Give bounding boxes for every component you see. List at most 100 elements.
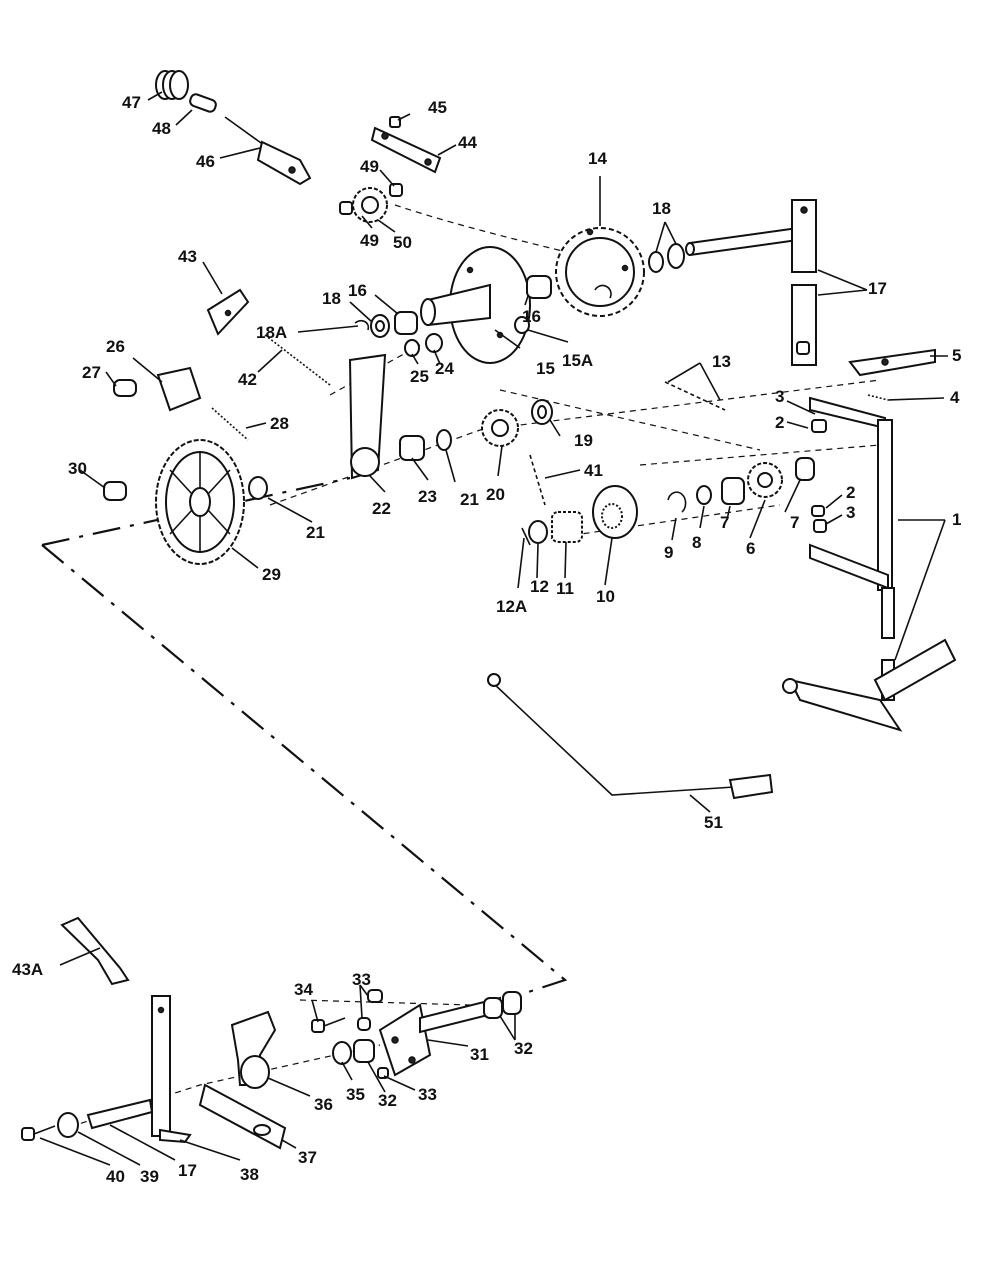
- part-washer-21-mid: [436, 429, 452, 451]
- callout-label: 29: [262, 565, 281, 584]
- part-plate-44: [370, 126, 442, 174]
- part-washers-18: [648, 243, 685, 273]
- callout-label: 10: [596, 587, 615, 606]
- callout-label: 42: [238, 370, 257, 389]
- part-washers-24-25: [404, 333, 443, 357]
- part-hub-15: [420, 246, 531, 364]
- callout-label: 20: [486, 485, 505, 504]
- part-sprocket-50: [339, 183, 403, 223]
- callout-label: 24: [435, 359, 454, 378]
- callout-label: 49: [360, 157, 379, 176]
- callout-label: 12: [530, 577, 549, 596]
- part-washer-8: [696, 485, 712, 505]
- callout-label: 8: [692, 533, 701, 552]
- callout-label: 33: [418, 1085, 437, 1104]
- callout-label: 32: [378, 1091, 397, 1110]
- callout-label: 16: [348, 281, 367, 300]
- callout-label: 38: [240, 1165, 259, 1184]
- part-washer-39: [57, 1112, 79, 1138]
- callout-label: 16: [522, 307, 541, 326]
- part-spring-11: [551, 511, 583, 543]
- callout-label: 3: [775, 387, 784, 406]
- callouts: 47 48 46 45 44 49 49 50 14 18 17 17 43 1…: [12, 93, 961, 1186]
- part-washer-15A: [514, 316, 530, 334]
- part-bushing-32-left: [353, 1039, 375, 1063]
- part-bracket-26: [156, 366, 202, 412]
- callout-label: 33: [352, 970, 371, 989]
- part-bracket-5: [848, 348, 936, 377]
- callout-label: 39: [140, 1167, 159, 1186]
- part-arm-22: [348, 353, 387, 480]
- part-washer-18: [370, 314, 390, 338]
- part-bushing-16-right: [526, 275, 552, 299]
- callout-label: 28: [270, 414, 289, 433]
- part-washer-12: [528, 520, 548, 544]
- callout-label: 32: [514, 1039, 533, 1058]
- callout-label: 41: [584, 461, 603, 480]
- part-rod-46: [224, 116, 312, 186]
- callout-label: 43A: [12, 960, 43, 979]
- callout-label: 17: [868, 279, 887, 298]
- part-bolt-45: [389, 116, 401, 128]
- callout-label: 13: [712, 352, 731, 371]
- callout-label: 15A: [562, 351, 593, 370]
- callout-label: 35: [346, 1085, 365, 1104]
- part-bushing-30: [103, 481, 127, 501]
- part-bushing-27: [113, 379, 137, 397]
- part-bushings-33: [357, 989, 389, 1079]
- callout-label: 47: [122, 93, 141, 112]
- part-washer-35: [332, 1041, 352, 1065]
- callout-label: 45: [428, 98, 447, 117]
- part-chain-41: [529, 454, 546, 506]
- callout-label: 23: [418, 487, 437, 506]
- callout-label: 34: [294, 980, 313, 999]
- part-pin-12A: [521, 527, 531, 546]
- callout-label: 14: [588, 149, 607, 168]
- part-spring-4: [867, 394, 889, 401]
- callout-label: 43: [178, 247, 197, 266]
- callout-label: 44: [458, 133, 477, 152]
- part-sprocket-20: [481, 409, 519, 447]
- part-pin-17-lower: [86, 1098, 154, 1130]
- callout-label: 40: [106, 1167, 125, 1186]
- callout-label: 17: [178, 1161, 197, 1180]
- part-lever-assembly-1: [782, 396, 957, 732]
- part-sprocket-14: [555, 227, 645, 317]
- part-washer-19: [531, 399, 553, 425]
- callout-label: 7: [790, 513, 799, 532]
- part-link-37: [198, 1083, 287, 1150]
- callout-label: 4: [950, 388, 960, 407]
- callout-label: 1: [952, 510, 961, 529]
- callout-label: 21: [306, 523, 325, 542]
- part-spring-42: [264, 334, 331, 386]
- part-plate-38: [151, 995, 192, 1144]
- callout-label: 37: [298, 1148, 317, 1167]
- callout-label: 49: [360, 231, 379, 250]
- callout-label: 2: [846, 483, 855, 502]
- callout-label: 3: [846, 503, 855, 522]
- callout-label: 15: [536, 359, 555, 378]
- callout-label: 22: [372, 499, 391, 518]
- callout-label: 48: [152, 119, 171, 138]
- part-nuts-2-3: [811, 419, 827, 533]
- callout-label: 31: [470, 1045, 489, 1064]
- part-clutch-10: [592, 485, 638, 539]
- callout-label: 12A: [496, 597, 527, 616]
- part-bracket-43: [206, 288, 250, 336]
- callout-label: 36: [314, 1095, 333, 1114]
- part-pin-18A: [354, 320, 370, 331]
- part-bushing-16-left: [394, 311, 418, 335]
- callout-label: 7: [720, 513, 729, 532]
- callout-label: 11: [556, 579, 574, 598]
- part-bushing-7-right: [795, 457, 815, 481]
- callout-label: 2: [775, 413, 784, 432]
- part-rod-51: [487, 673, 774, 800]
- callout-label: 18: [652, 199, 671, 218]
- part-sprocket-6: [747, 462, 783, 498]
- part-pin-48: [189, 93, 217, 113]
- callout-label: 27: [82, 363, 101, 382]
- part-gear-29: [155, 439, 245, 565]
- callout-label: 18A: [256, 323, 287, 342]
- leader-lines: [39, 91, 948, 1166]
